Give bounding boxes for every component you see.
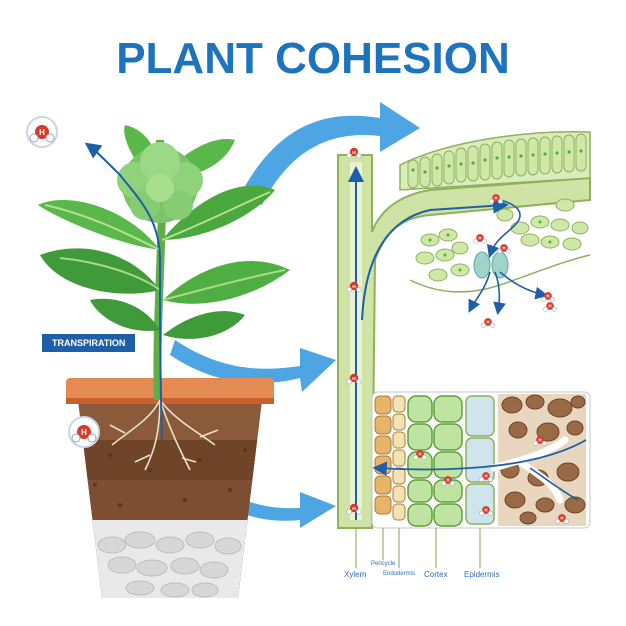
label-pericycle: Pericycle: [371, 561, 396, 567]
water-molecule-icon: H: [346, 147, 362, 159]
label-endodermis: Endodermis: [383, 571, 416, 577]
water-molecule-icon: H: [346, 373, 362, 385]
big-arrows: [170, 102, 420, 528]
water-molecule-label: H: [538, 438, 541, 443]
xylem-vessel: [337, 154, 591, 529]
water-molecule-icon: H: [473, 234, 487, 244]
arrow-to-stem-icon: [170, 340, 336, 392]
flower-pot: [66, 378, 274, 598]
arrow-to-root-icon: [180, 462, 336, 528]
endodermis-cells: [392, 395, 406, 521]
water-molecule-label: H: [478, 236, 481, 241]
water-molecule-icon: H: [346, 281, 362, 293]
cortex-cells: [407, 395, 463, 527]
label-epidermis: Epidermis: [464, 570, 500, 579]
water-molecule-icon: H: [441, 476, 455, 486]
water-molecule-label: H: [502, 246, 505, 251]
water-molecule-label: H: [560, 516, 563, 521]
water-molecule-label: H: [352, 376, 356, 382]
water-molecule-label: H: [352, 150, 356, 156]
transpiration-label: TRANSPIRATION: [42, 334, 136, 352]
water-molecule-icon: H: [346, 503, 362, 515]
water-molecule-icon: H: [533, 436, 547, 446]
water-molecule-icon: H: [497, 244, 511, 254]
water-molecule-icon: H: [479, 506, 493, 516]
stomata: [473, 251, 509, 279]
water-molecule-label: H: [486, 320, 489, 325]
water-molecule-icon: H: [479, 472, 493, 482]
arrow-to-leaf-icon: [240, 102, 420, 205]
water-molecule-label: H: [39, 128, 45, 137]
water-molecule-icon: H: [489, 194, 503, 204]
water-molecule-label: H: [548, 304, 551, 309]
water-molecule-icon: H: [26, 116, 58, 148]
water-molecule-label: H: [484, 474, 487, 479]
water-molecule-icon: H: [543, 302, 557, 312]
label-xylem: Xylem: [344, 570, 367, 579]
water-molecule-icon: H: [68, 416, 100, 448]
water-molecule-icon: H: [555, 514, 569, 524]
roots: [109, 399, 219, 471]
root-cross-section: [371, 391, 591, 529]
broccoli-head: [117, 142, 203, 223]
water-molecule-icon: H: [413, 450, 427, 460]
page-title: PLANT COHESION: [116, 34, 510, 83]
water-molecule-label: H: [352, 284, 356, 290]
leaf-cross-section: [399, 131, 591, 316]
label-cortex: Cortex: [424, 570, 448, 579]
water-molecule-icon: H: [541, 292, 555, 302]
water-molecule-label: H: [418, 452, 421, 457]
water-molecule-label: H: [494, 196, 497, 201]
epidermis-cells: [465, 395, 495, 525]
label-leaders: [355, 528, 481, 568]
water-molecule-label: H: [81, 428, 87, 437]
plant-flow-arrow: [84, 142, 163, 441]
water-molecule-label: H: [546, 294, 549, 299]
water-molecule-label: H: [484, 508, 487, 513]
water-molecule-icon: H: [481, 318, 495, 328]
water-molecule-label: H: [446, 478, 449, 483]
water-molecule-label: H: [352, 506, 356, 512]
